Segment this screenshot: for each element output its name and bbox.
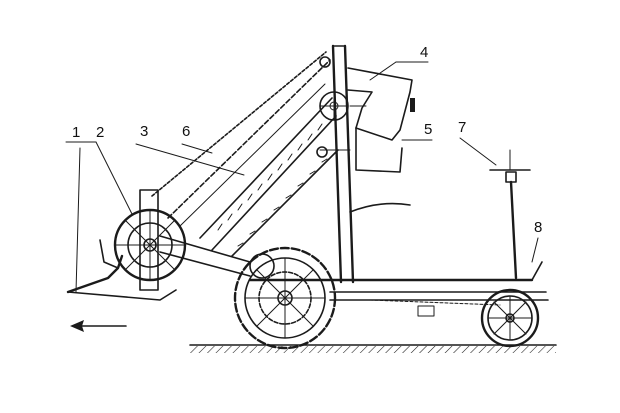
leader-lines: [65, 61, 539, 263]
vertical-mast: [331, 44, 355, 284]
body-box: [316, 127, 411, 213]
digging-wheel: [113, 189, 251, 291]
label-8: 8: [534, 219, 542, 236]
ground: [189, 344, 557, 353]
label-7: 7: [458, 119, 466, 136]
bucket-elevator: [151, 51, 339, 257]
drive-wheel: [233, 246, 337, 350]
label-6: 6: [182, 123, 190, 140]
label-4: 4: [420, 44, 428, 61]
top-sprocket: [319, 56, 349, 121]
label-3: 3: [140, 123, 148, 140]
steering-column: [489, 149, 531, 280]
part-labels: 1 2 3 4 5 6 7 8: [72, 44, 542, 236]
chassis-frame: [248, 261, 549, 317]
label-2: 2: [96, 124, 104, 141]
rear-wheel: [480, 288, 540, 348]
label-1: 1: [72, 124, 80, 141]
arrow-left-icon: [70, 320, 127, 332]
hopper: [347, 67, 415, 141]
label-5: 5: [424, 121, 432, 138]
